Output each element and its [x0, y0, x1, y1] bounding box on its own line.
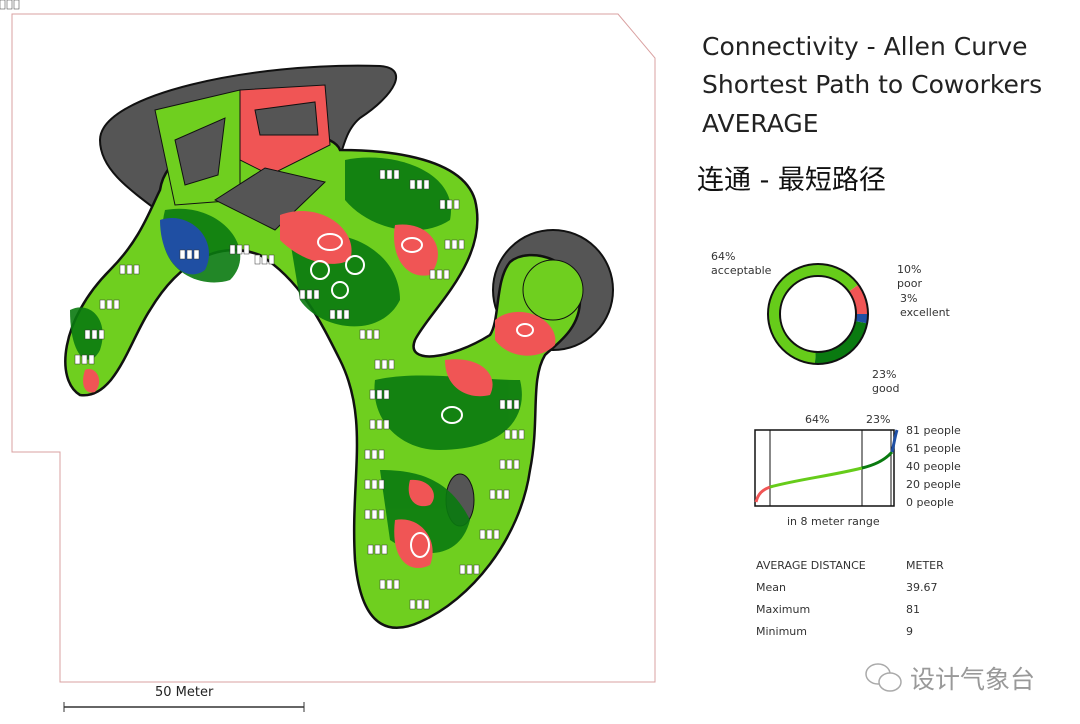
title-line1: Connectivity - Allen Curve: [702, 32, 1028, 61]
label-poor: 10%poor: [897, 263, 922, 290]
title-line3: AVERAGE: [702, 109, 819, 138]
curve-top-label-acceptable: 64%: [805, 413, 830, 426]
floor-plan: [0, 0, 656, 712]
label-acceptable: 64%acceptable: [711, 250, 772, 277]
donut-outline: [767, 263, 869, 365]
watermark-text: 设计气象台: [910, 665, 1036, 694]
donut-segment-excellent: [855, 314, 868, 324]
label-excellent: 3%excellent: [900, 292, 950, 319]
scale-bar-label: 50 Meter: [155, 685, 214, 700]
label-good: 23%good: [872, 368, 900, 395]
donut-segment-good: [814, 321, 868, 364]
curve-top-label-good: 23%: [866, 413, 891, 426]
donut-outline: [779, 275, 857, 353]
allen-curve-chart: [754, 429, 899, 507]
donut-chart: [767, 263, 869, 365]
curve-xlabel: in 8 meter range: [787, 515, 880, 528]
title-chinese: 连通 - 最短路径: [697, 165, 886, 196]
wechat-icon: [865, 663, 902, 692]
floor-area: [64, 129, 582, 629]
curve-y-axis: 81 people 61 people 40 people 20 people …: [906, 424, 961, 509]
title-line2: Shortest Path to Coworkers: [702, 70, 1043, 99]
site-boundary: [11, 13, 656, 683]
donut-segment-poor: [848, 284, 868, 314]
